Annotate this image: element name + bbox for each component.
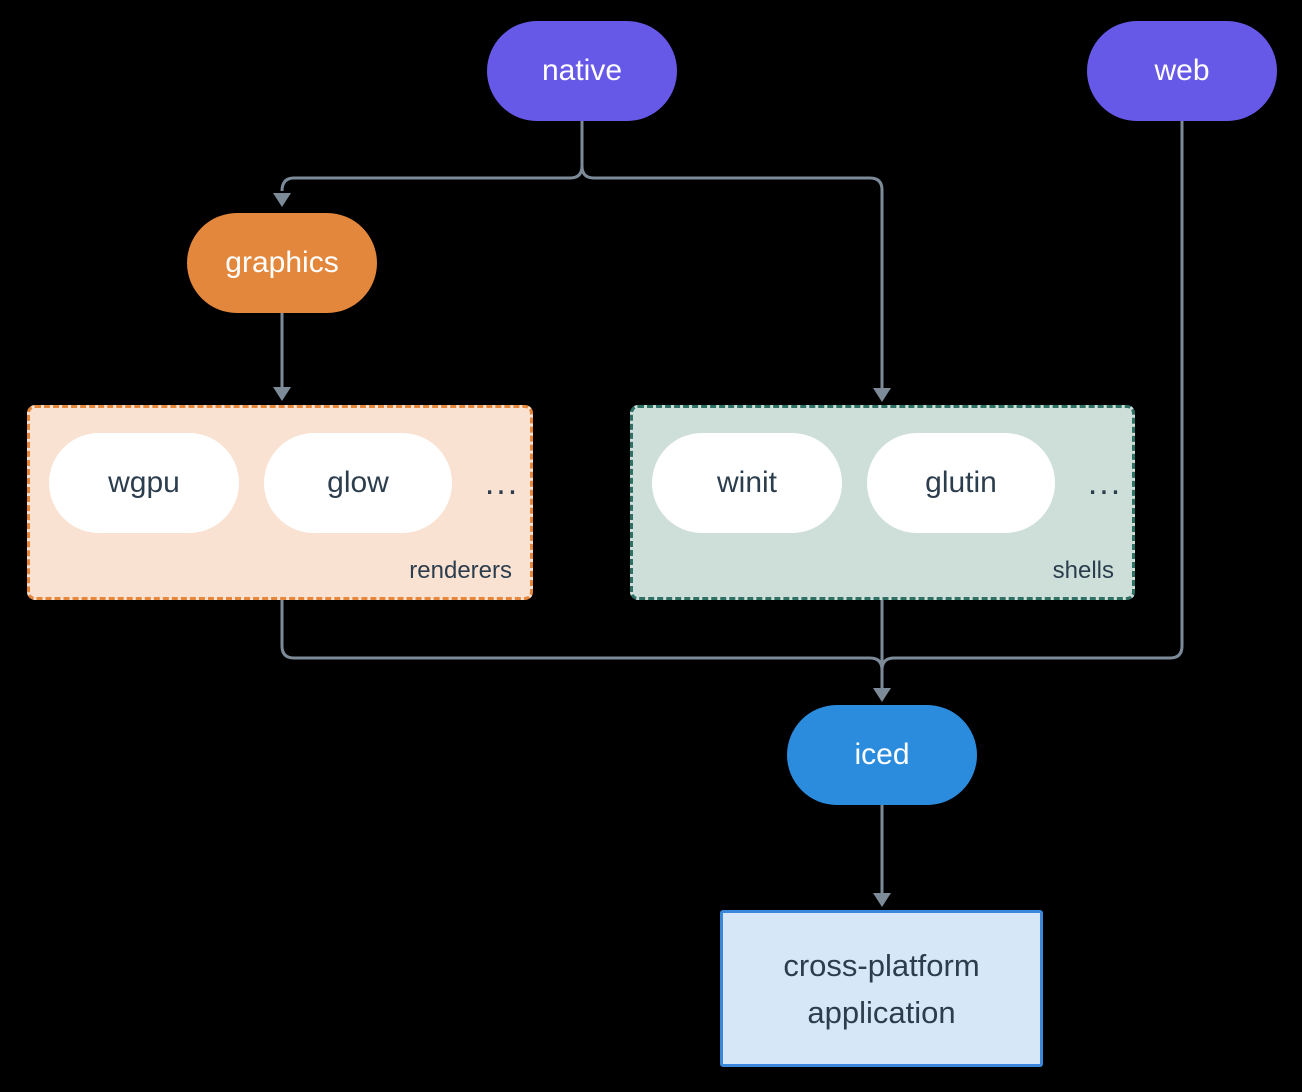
node-graphics-label: graphics — [225, 246, 339, 279]
node-wgpu-label: wgpu — [108, 466, 180, 499]
arrowhead-application — [873, 893, 891, 907]
edge-native-to-shells — [580, 121, 884, 388]
node-winit: winit — [652, 433, 842, 533]
group-renderers-label: renderers — [409, 557, 512, 584]
app-label-line1: cross-platform — [783, 947, 980, 983]
edge-renderers-to-iced — [280, 600, 884, 671]
node-glow: glow — [264, 433, 452, 533]
arrowhead-renderers — [273, 387, 291, 401]
node-native: native — [487, 21, 677, 121]
group-renderers: wgpu glow ... renderers — [27, 405, 533, 600]
node-glutin-label: glutin — [925, 466, 997, 499]
node-iced: iced — [787, 705, 977, 805]
edge-native-to-graphics — [280, 121, 584, 192]
shells-ellipsis: ... — [1087, 463, 1123, 502]
group-shells: winit glutin ... shells — [630, 405, 1135, 600]
node-web-label: web — [1154, 54, 1210, 87]
node-web: web — [1087, 21, 1277, 121]
group-shells-label: shells — [1052, 557, 1114, 584]
node-glow-label: glow — [327, 466, 389, 499]
node-cross-platform-application: cross-platform application — [720, 910, 1043, 1067]
node-iced-label: iced — [854, 738, 910, 771]
node-graphics: graphics — [187, 213, 377, 313]
node-winit-label: winit — [716, 466, 777, 499]
arrowhead-iced — [873, 688, 891, 702]
arrowhead-shells — [873, 388, 891, 402]
app-label-line2: application — [807, 994, 956, 1030]
node-native-label: native — [541, 54, 623, 87]
renderers-ellipsis: ... — [484, 463, 520, 502]
node-glutin: glutin — [867, 433, 1055, 533]
arrowhead-graphics — [273, 193, 291, 207]
node-wgpu: wgpu — [49, 433, 239, 533]
